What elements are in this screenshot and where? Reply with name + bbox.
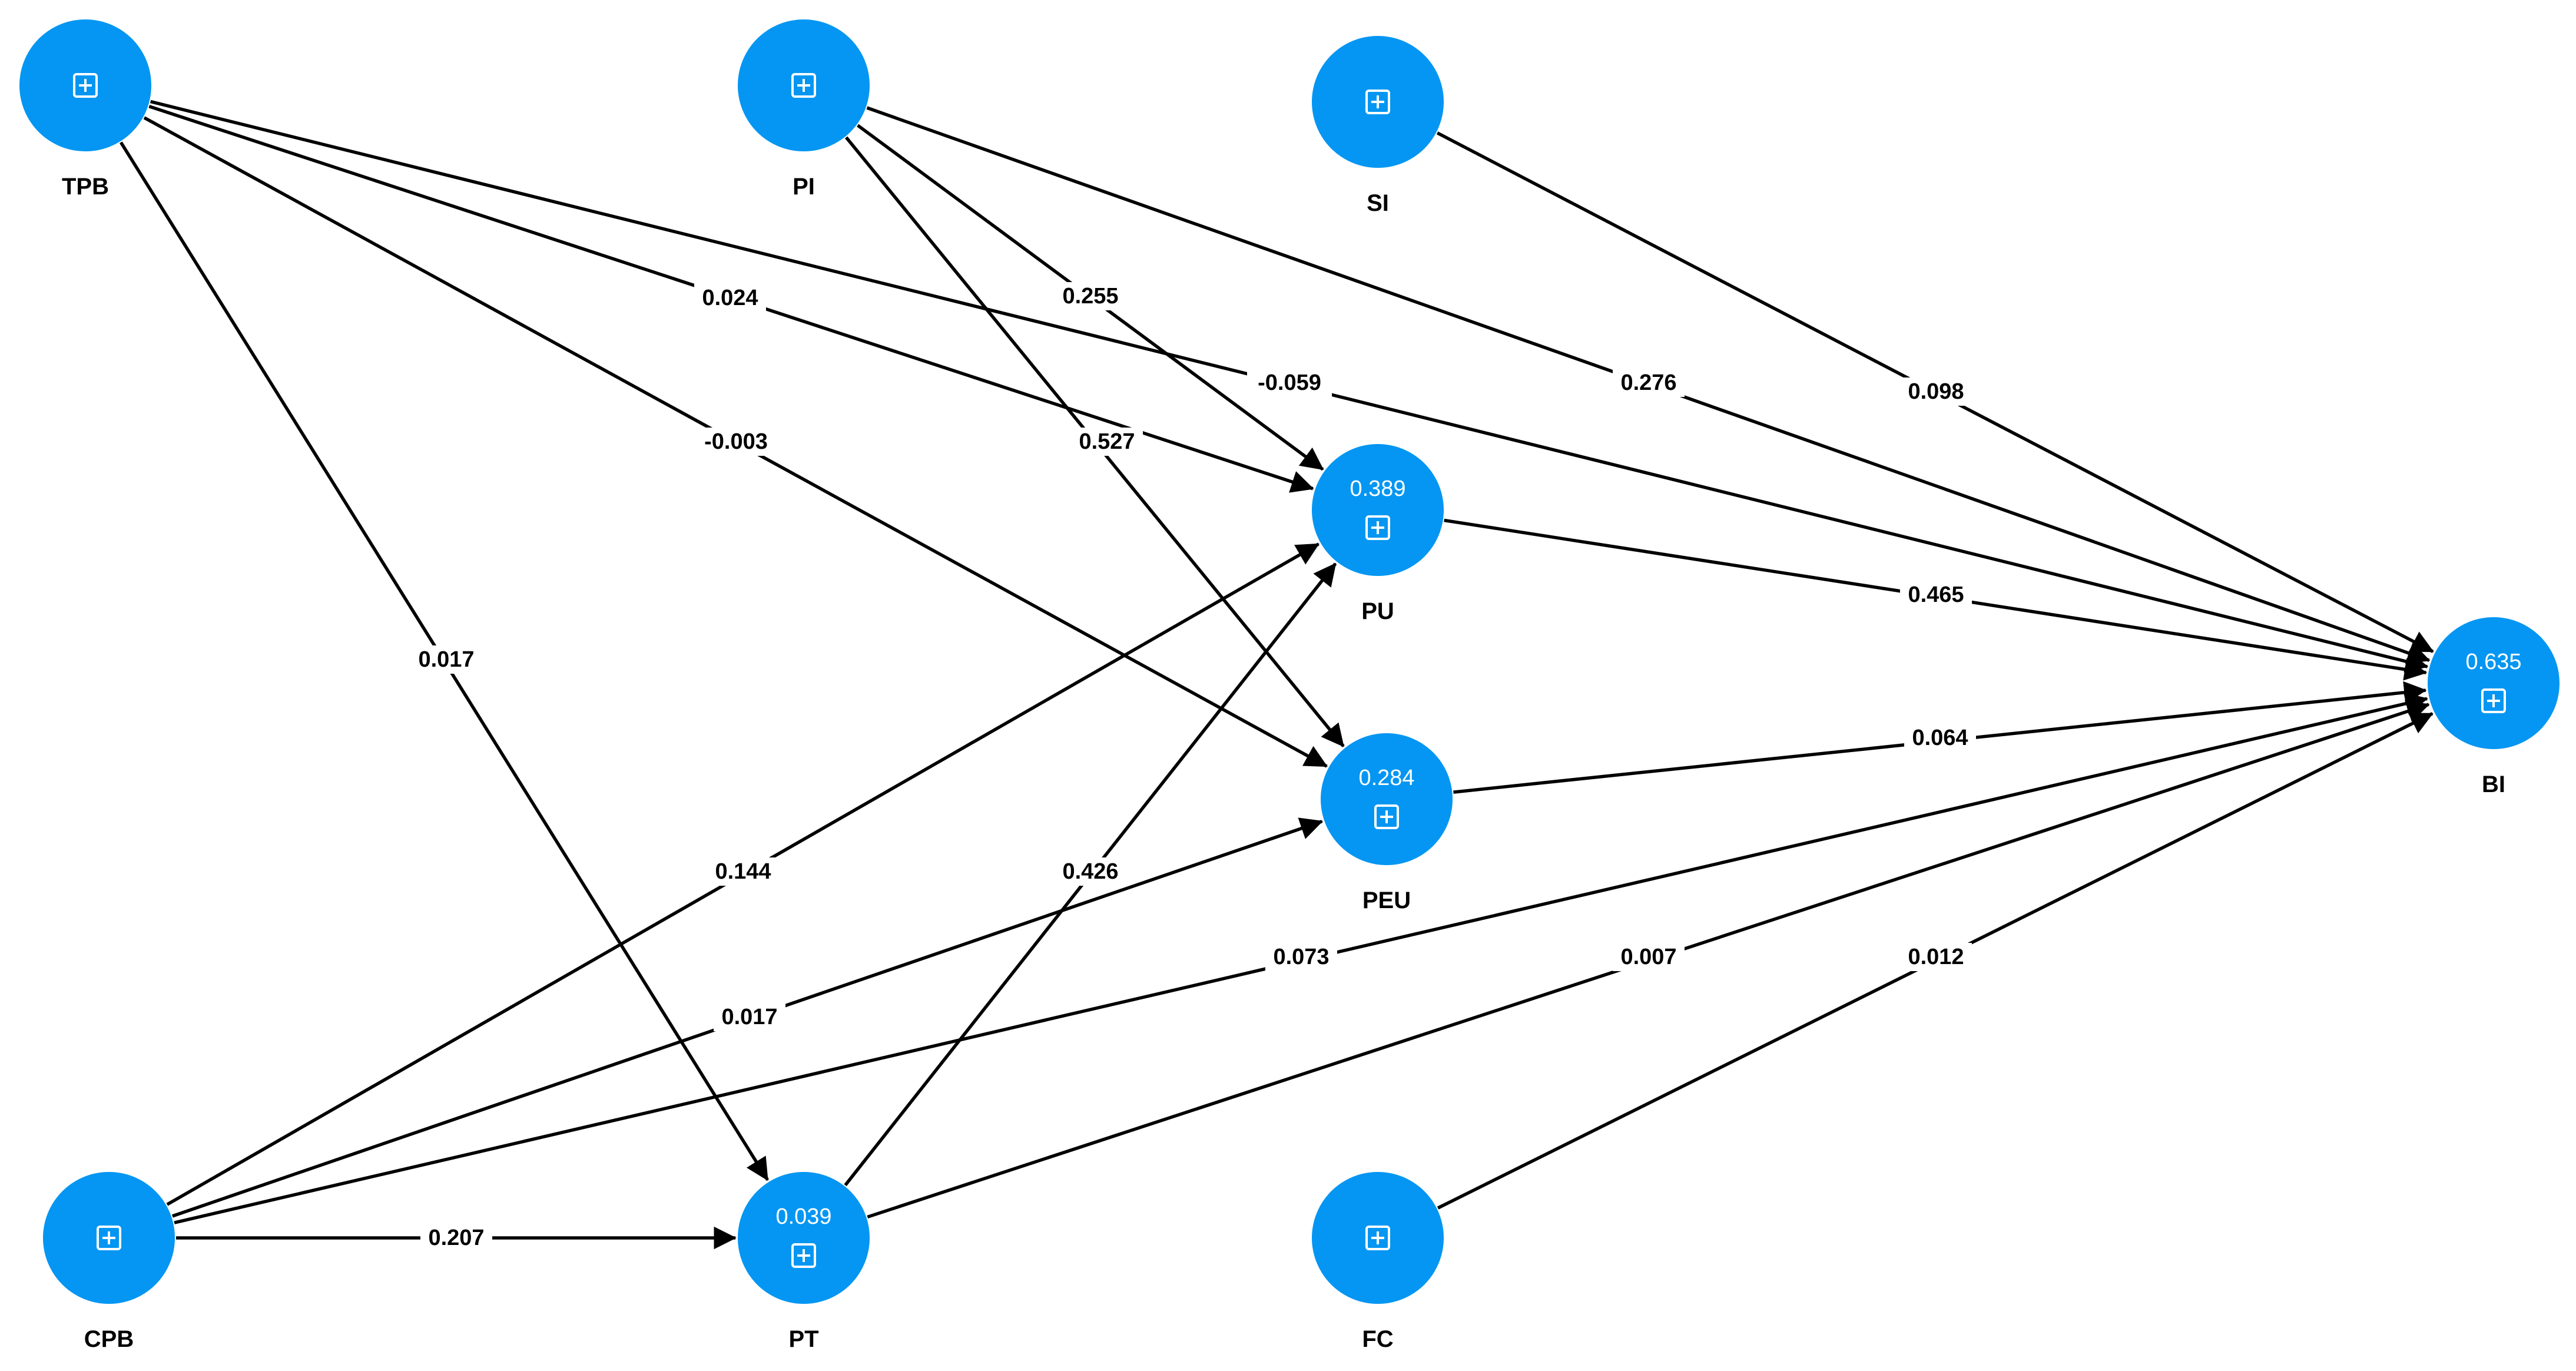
node-label: TPB xyxy=(62,174,109,200)
path-coefficient-label: 0.017 xyxy=(418,647,474,672)
node-fc[interactable]: FC xyxy=(1312,1172,1444,1352)
path-coefficient-label: 0.064 xyxy=(1912,726,1968,750)
label-background xyxy=(1247,369,1332,397)
path-coefficient-cpb-pu: 0.144 xyxy=(707,857,779,886)
node-label: BI xyxy=(2482,771,2505,797)
r-squared-value: 0.389 xyxy=(1350,476,1405,501)
node-label: FC xyxy=(1362,1326,1393,1352)
label-background xyxy=(1071,428,1143,456)
label-background xyxy=(707,857,779,886)
path-coefficient-label: 0.012 xyxy=(1908,945,1964,969)
path-coefficient-label: 0.017 xyxy=(721,1005,777,1029)
path-coefficient-pt-pu: 0.426 xyxy=(1055,857,1126,886)
edge-labels-layer: 0.024 -0.003 -0.059 0.017 0.255 0.527 0.276 0.0… xyxy=(410,282,1976,1252)
path-coefficient-label: 0.073 xyxy=(1273,945,1329,969)
label-background xyxy=(1265,943,1337,971)
r-squared-value: 0.635 xyxy=(2465,650,2521,674)
path-coefficient-label: 0.276 xyxy=(1620,370,1676,395)
path-coefficient-cpb-peu: 0.017 xyxy=(714,1003,785,1031)
node-si[interactable]: SI xyxy=(1312,36,1444,216)
label-background xyxy=(420,1224,492,1252)
label-background xyxy=(1055,282,1126,310)
r-squared-value: 0.284 xyxy=(1358,766,1414,790)
node-circle[interactable] xyxy=(2428,617,2560,749)
path-coefficient-tpb-pu: 0.024 xyxy=(694,284,766,312)
node-label: PU xyxy=(1361,598,1394,624)
path-coefficient-label: 0.024 xyxy=(702,286,758,310)
path-coefficient-pu-bi: 0.465 xyxy=(1900,581,1972,609)
path-coefficient-label: 0.426 xyxy=(1062,859,1118,884)
label-background xyxy=(1900,943,1972,971)
path-coefficient-pi-pu: 0.255 xyxy=(1055,282,1126,310)
node-cpb[interactable]: CPB xyxy=(43,1172,175,1352)
node-circle[interactable] xyxy=(1312,444,1444,576)
node-pi[interactable]: PI xyxy=(738,19,870,200)
path-coefficient-pt-bi: 0.007 xyxy=(1613,943,1685,971)
label-background xyxy=(1904,724,1976,752)
path-coefficient-label: 0.465 xyxy=(1908,582,1964,607)
path-coefficient-label: -0.003 xyxy=(704,429,768,454)
path-coefficient-cpb-bi: 0.073 xyxy=(1265,943,1337,971)
label-background xyxy=(1613,369,1685,397)
path-coefficient-label: 0.207 xyxy=(428,1226,484,1250)
plus-square-icon[interactable] xyxy=(97,1226,121,1250)
plus-square-icon[interactable] xyxy=(1365,90,1390,114)
path-coefficient-peu-bi: 0.064 xyxy=(1904,724,1976,752)
node-circle[interactable] xyxy=(1321,733,1453,865)
label-background xyxy=(1900,581,1972,609)
path-coefficient-fc-bi: 0.012 xyxy=(1900,943,1972,971)
label-background xyxy=(694,428,778,456)
path-coefficient-tpb-bi: -0.059 xyxy=(1247,369,1332,397)
label-background xyxy=(1900,377,1972,406)
node-label: PI xyxy=(793,174,815,200)
label-background xyxy=(1055,857,1126,886)
plus-square-icon[interactable] xyxy=(791,1243,816,1268)
plus-square-icon[interactable] xyxy=(1365,515,1390,540)
plus-square-icon[interactable] xyxy=(2481,688,2506,713)
plus-square-icon[interactable] xyxy=(1374,804,1399,829)
path-coefficient-tpb-peu: -0.003 xyxy=(694,428,778,456)
path-coefficient-cpb-pt: 0.207 xyxy=(420,1224,492,1252)
label-background xyxy=(714,1003,785,1031)
path-coefficient-tpb-pt: 0.017 xyxy=(410,645,482,674)
plus-square-icon[interactable] xyxy=(791,73,816,98)
path-coefficient-pi-peu: 0.527 xyxy=(1071,428,1143,456)
path-coefficient-label: 0.007 xyxy=(1620,945,1676,969)
node-label: CPB xyxy=(84,1326,134,1352)
node-label: PEU xyxy=(1362,887,1411,913)
path-coefficient-si-bi: 0.098 xyxy=(1900,377,1972,406)
r-squared-value: 0.039 xyxy=(775,1204,831,1229)
node-tpb[interactable]: TPB xyxy=(19,19,151,200)
node-label: SI xyxy=(1367,190,1389,216)
node-label: PT xyxy=(788,1326,818,1352)
path-coefficient-label: 0.255 xyxy=(1062,284,1118,309)
plus-square-icon[interactable] xyxy=(73,73,98,98)
path-coefficient-label: 0.144 xyxy=(715,859,771,884)
node-circle[interactable] xyxy=(738,1172,870,1304)
plus-square-icon[interactable] xyxy=(1365,1226,1390,1250)
path-coefficient-label: 0.527 xyxy=(1079,429,1135,454)
label-background xyxy=(410,645,482,674)
path-coefficient-pi-bi: 0.276 xyxy=(1613,369,1685,397)
path-coefficient-label: -0.059 xyxy=(1258,370,1321,395)
path-coefficient-label: 0.098 xyxy=(1908,379,1964,404)
label-background xyxy=(694,284,766,312)
label-background xyxy=(1613,943,1685,971)
